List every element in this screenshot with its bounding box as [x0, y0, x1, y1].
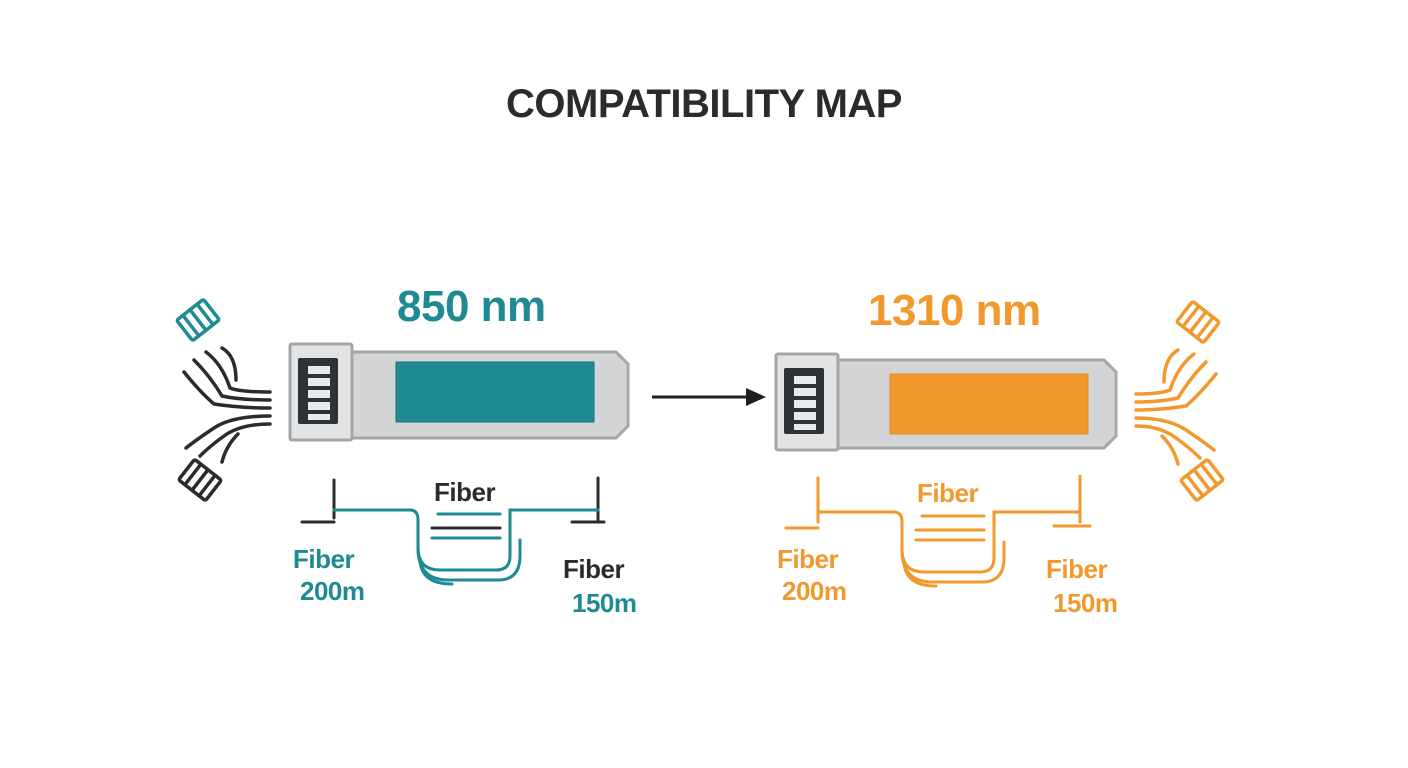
left-sfp-module: [288, 342, 630, 442]
left-fiber-left-label-line1: Fiber: [293, 544, 355, 574]
left-fiber-left-label-line2: 200m: [300, 576, 365, 606]
left-fiber-top-label: Fiber: [434, 477, 496, 507]
dark-connector-icon: [177, 458, 223, 502]
left-wavelength-indicator: [395, 361, 595, 423]
right-sfp-module: [774, 352, 1118, 452]
right-fiber-right-label-line2: 150m: [1053, 588, 1118, 618]
right-fiber-reach-diagram: [784, 474, 1092, 588]
right-fiber-left-label-line1: Fiber: [777, 544, 839, 574]
left-fiber-bundle-icon: [175, 298, 272, 502]
diagram-title: COMPATIBILITY MAP: [506, 82, 902, 126]
orange-connector-bottom-icon: [1179, 458, 1225, 502]
teal-connector-icon: [175, 298, 221, 342]
right-fiber-bundle-icon: [1134, 300, 1225, 502]
arrow-right-icon: [652, 388, 766, 406]
right-fiber-left-label-line2: 200m: [782, 576, 847, 606]
right-wavelength-label: 1310 nm: [868, 286, 1041, 335]
right-wavelength-indicator: [889, 373, 1089, 435]
left-fiber-reach-diagram: [300, 476, 606, 586]
orange-connector-top-icon: [1175, 300, 1221, 344]
dark-fiber-strands: [182, 346, 272, 464]
right-fiber-right-label-line1: Fiber: [1046, 554, 1108, 584]
left-fiber-right-label-line1: Fiber: [563, 554, 625, 584]
left-fiber-right-label-line2: 150m: [572, 588, 637, 618]
left-wavelength-label: 850 nm: [397, 282, 546, 331]
orange-fiber-strands: [1134, 348, 1218, 466]
right-fiber-top-label: Fiber: [917, 478, 979, 508]
